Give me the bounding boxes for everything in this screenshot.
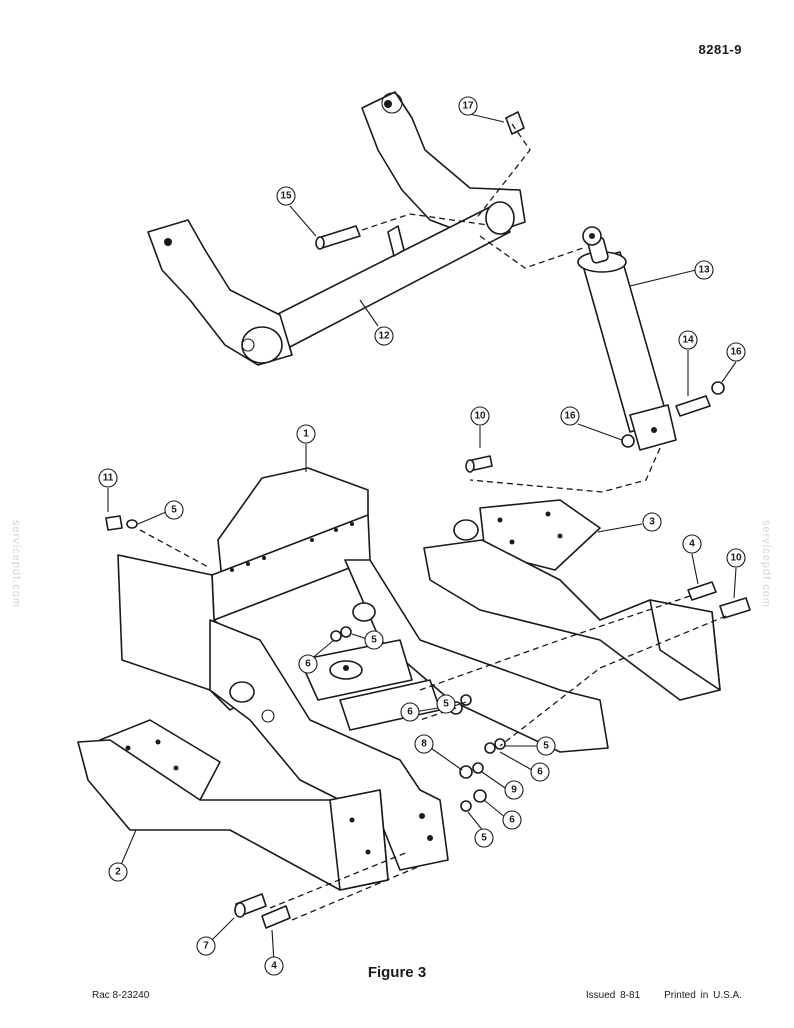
callout-5-lower: 5 — [474, 828, 494, 848]
callout-17: 17 — [458, 96, 478, 116]
svg-text:4: 4 — [271, 961, 277, 972]
callout-10-right: 10 — [726, 548, 746, 568]
callout-5-right: 5 — [536, 736, 556, 756]
callout-15: 15 — [276, 186, 296, 206]
callout-11: 11 — [98, 468, 118, 488]
svg-text:13: 13 — [698, 265, 710, 276]
issued-date: Issued 8-81 — [585, 990, 641, 1001]
callout-6-mid: 6 — [400, 702, 420, 722]
assembly-lines — [139, 123, 727, 921]
upper-small-parts — [315, 111, 725, 451]
svg-text:4: 4 — [689, 539, 695, 550]
callout-16-lower: 16 — [560, 406, 580, 426]
callout-5-left: 5 — [164, 500, 184, 520]
printed-location: Printed in U.S.A. — [664, 990, 742, 1001]
svg-text:16: 16 — [730, 347, 742, 358]
callout-7: 7 — [196, 936, 216, 956]
svg-text:11: 11 — [103, 473, 114, 484]
reference-number: Rac 8-23240 — [92, 990, 150, 1001]
svg-text:5: 5 — [443, 699, 449, 710]
svg-text:5: 5 — [371, 635, 377, 646]
svg-text:3: 3 — [649, 517, 655, 528]
svg-text:2: 2 — [115, 867, 121, 878]
callout-13: 13 — [694, 260, 714, 280]
svg-text:6: 6 — [305, 659, 311, 670]
callout-5-mid: 5 — [436, 694, 456, 714]
left-side-rail — [77, 719, 389, 891]
page-number: 8281-9 — [698, 42, 742, 57]
svg-text:17: 17 — [462, 101, 474, 112]
callout-10-upper: 10 — [470, 406, 490, 426]
svg-text:6: 6 — [537, 767, 543, 778]
svg-text:9: 9 — [511, 785, 517, 796]
svg-text:8: 8 — [421, 739, 427, 750]
svg-text:1: 1 — [303, 429, 309, 440]
callout-6-center: 6 — [298, 654, 318, 674]
callout-6-lower: 6 — [502, 810, 522, 830]
callout-9: 9 — [504, 780, 524, 800]
callout-8: 8 — [414, 734, 434, 754]
callout-1: 1 — [296, 424, 316, 444]
callout-12: 12 — [374, 326, 394, 346]
callout-4-right: 4 — [682, 534, 702, 554]
svg-text:14: 14 — [682, 335, 694, 346]
svg-text:15: 15 — [280, 191, 292, 202]
main-frame — [117, 467, 609, 871]
callout-3: 3 — [642, 512, 662, 532]
svg-text:5: 5 — [481, 833, 487, 844]
svg-text:10: 10 — [474, 411, 486, 422]
callout-6-right: 6 — [530, 762, 550, 782]
callout-4-bottom: 4 — [264, 956, 284, 976]
svg-text:7: 7 — [203, 941, 209, 952]
hitch-arm-assembly — [147, 91, 526, 366]
callout-14: 14 — [678, 330, 698, 350]
svg-text:6: 6 — [509, 815, 515, 826]
callout-5-center: 5 — [364, 630, 384, 650]
svg-text:16: 16 — [564, 411, 576, 422]
footer-issue-info: Issued 8-81 Printed in U.S.A. — [586, 990, 742, 1001]
svg-text:12: 12 — [378, 331, 390, 342]
right-side-rail — [423, 499, 721, 701]
svg-text:5: 5 — [543, 741, 549, 752]
svg-text:5: 5 — [171, 505, 177, 516]
svg-text:10: 10 — [730, 553, 742, 564]
callout-2: 2 — [108, 862, 128, 882]
callout-16-upper: 16 — [726, 342, 746, 362]
figure-caption: Figure 3 — [367, 964, 427, 981]
svg-text:6: 6 — [407, 707, 413, 718]
hardware — [105, 455, 751, 929]
